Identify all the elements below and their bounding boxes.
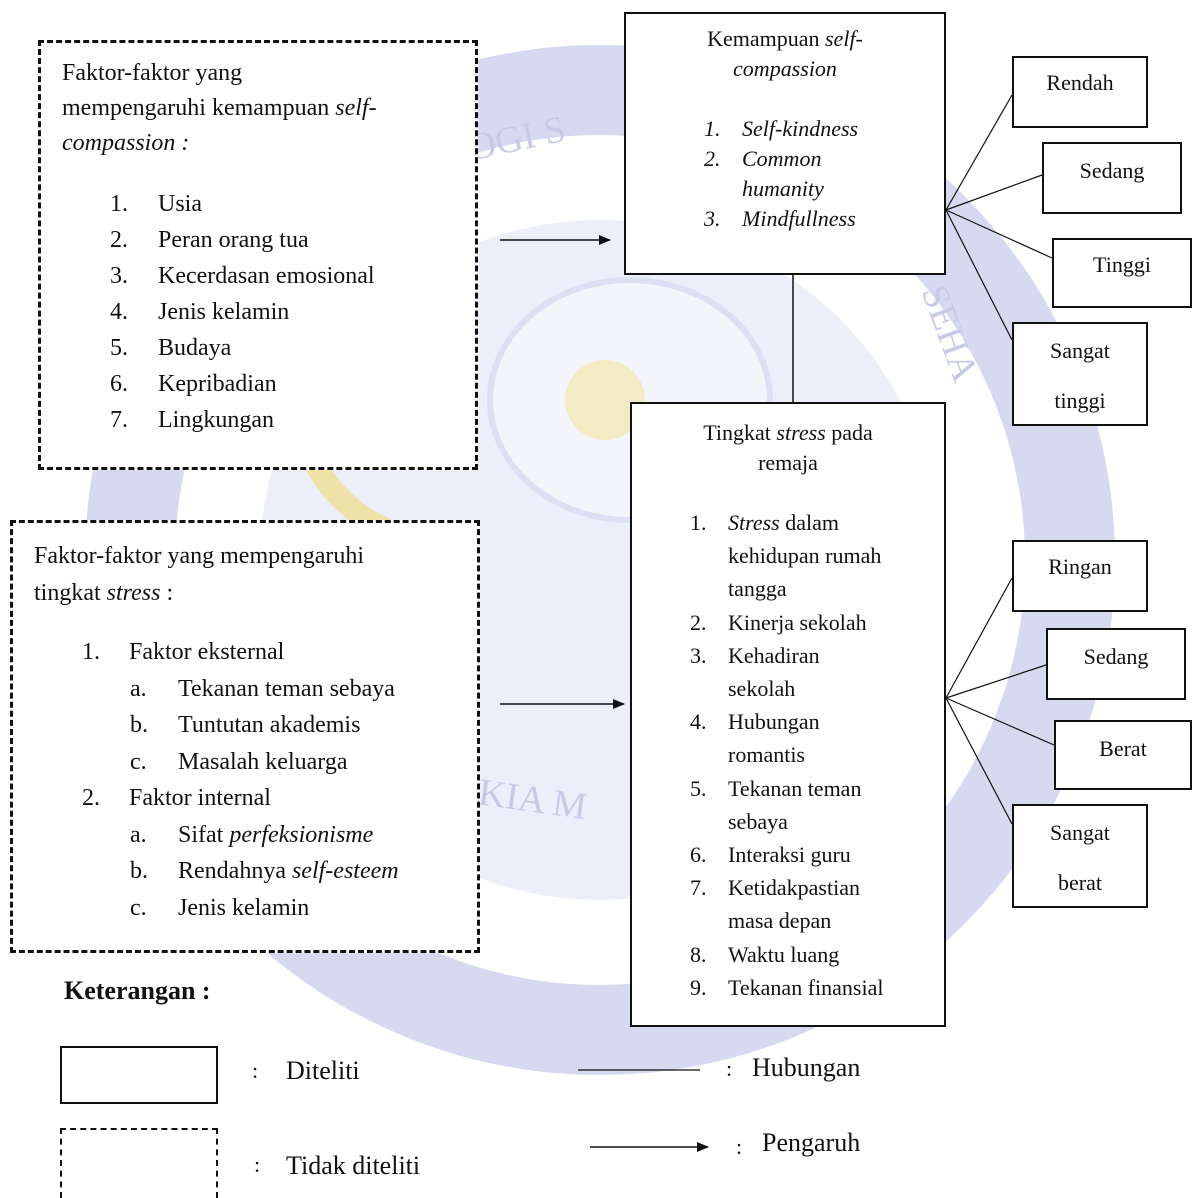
list-item: a.Tekanan teman sebaya (130, 675, 395, 702)
list-item: 9.Tekanan finansial (690, 974, 884, 1000)
list-item: 3.Kecerdasan emosional (110, 263, 375, 289)
list-item: humanity (742, 176, 824, 201)
list-item: 3.Kehadiran (690, 642, 820, 668)
factors-self-compassion-box (38, 40, 478, 470)
list-item: 7.Ketidakpastian (690, 875, 860, 901)
level-box-sangat-tinggi (1012, 322, 1148, 426)
legend-title: Keterangan : (64, 976, 211, 1005)
list-item: 6.Kepribadian (110, 371, 277, 397)
level-box-sedang-2 (1046, 628, 1186, 700)
list-item: 4.Jenis kelamin (110, 299, 290, 325)
list-item: 1.Usia (110, 191, 202, 217)
level-box-rendah (1012, 56, 1148, 128)
list-item: kehidupan rumah (728, 543, 882, 569)
factors-stress-box (10, 520, 480, 953)
stress-box (630, 402, 946, 1027)
level-box-berat (1054, 720, 1192, 790)
factors-self-compassion-list: 1.Usia 2.Peran orang tua 3.Kecerdasan em… (110, 186, 375, 438)
legend-solid-label: Diteliti (286, 1056, 360, 1085)
level-tinggi: Tinggi (1093, 252, 1151, 277)
legend-solid-colon: : (252, 1058, 259, 1083)
factors-stress-title: Faktor-faktor yang mempengaruhi tingkat … (34, 543, 365, 606)
legend-arrow-colon: : (736, 1134, 743, 1159)
self-compassion-list: 1.Self-kindness 2.Common humanity 3.Mind… (704, 114, 858, 234)
legend-solid-box (60, 1046, 218, 1104)
list-item: 1.Faktor eksternal (82, 639, 285, 665)
legend-dashed-colon: : (254, 1152, 261, 1177)
self-compassion-box (624, 12, 946, 275)
list-item: 2.Kinerja sekolah (690, 609, 867, 635)
list-item: tangga (728, 576, 787, 602)
legend-line-label: Hubungan (752, 1053, 861, 1082)
level-sangat-tinggi-line2: tinggi (1054, 388, 1106, 413)
list-item: 7.Lingkungan (110, 407, 274, 433)
level-sedang-1: Sedang (1079, 158, 1145, 183)
level-sedang-2: Sedang (1083, 644, 1149, 669)
list-item: 8.Waktu luang (690, 941, 840, 967)
level-box-sedang-1 (1042, 142, 1182, 214)
legend-line-colon: : (726, 1056, 733, 1081)
factors-stress-list: 1.Faktor eksternal a.Tekanan teman sebay… (82, 634, 399, 926)
list-item: b.Rendahnya self-esteem (130, 858, 399, 884)
level-box-ringan (1012, 540, 1148, 612)
level-rendah: Rendah (1046, 70, 1114, 95)
list-item: 2.Peran orang tua (110, 227, 309, 253)
self-compassion-title: Kemampuan self- compassion (707, 26, 863, 81)
factors-self-compassion-title: Faktor-faktor yang mempengaruhi kemampua… (62, 60, 377, 156)
level-sangat-berat-line2: berat (1058, 870, 1102, 895)
list-item: c.Jenis kelamin (130, 894, 310, 921)
level-box-tinggi (1052, 238, 1192, 308)
list-item: 6.Interaksi guru (690, 842, 851, 868)
level-ringan: Ringan (1048, 554, 1112, 579)
list-item: 1.Self-kindness (704, 116, 859, 141)
level-berat: Berat (1099, 736, 1147, 761)
list-item: sebaya (728, 808, 788, 834)
legend-arrow-label: Pengaruh (762, 1128, 861, 1157)
list-item: 5.Tekanan teman (690, 775, 862, 801)
list-item: b.Tuntutan akademis (130, 712, 361, 738)
list-item: 2.Faktor internal (82, 785, 271, 811)
stress-title: Tingkat stress pada remaja (703, 420, 873, 475)
level-sangat-berat-line1: Sangat (1050, 820, 1110, 845)
list-item: sekolah (728, 676, 796, 702)
legend-dashed-box (60, 1128, 218, 1198)
list-item: c.Masalah keluarga (130, 748, 348, 775)
list-item: 2.Common (704, 146, 822, 171)
list-item: 3.Mindfullness (704, 206, 856, 231)
level-box-sangat-berat (1012, 804, 1148, 908)
list-item: romantis (728, 742, 805, 768)
stress-list: 1.Stress dalam kehidupan rumah tangga 2.… (690, 506, 883, 1004)
list-item: a.Sifat perfeksionisme (130, 821, 374, 848)
list-item: 1.Stress dalam (690, 510, 840, 535)
list-item: 4.Hubungan (690, 709, 820, 735)
level-sangat-tinggi-line1: Sangat (1050, 338, 1110, 363)
list-item: masa depan (728, 908, 832, 934)
legend-dashed-label: Tidak diteliti (286, 1151, 421, 1180)
list-item: 5.Budaya (110, 335, 232, 361)
